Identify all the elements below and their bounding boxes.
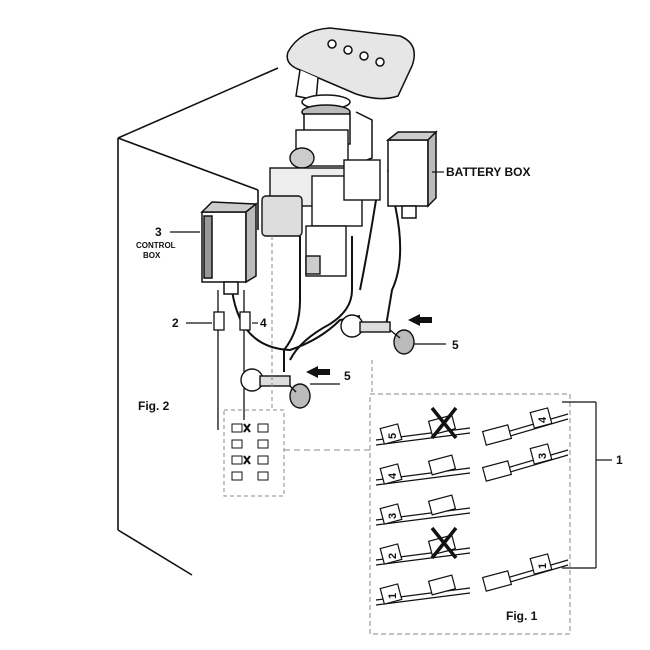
connector-2 bbox=[213, 290, 225, 430]
fig2-label: Fig. 2 bbox=[138, 399, 170, 413]
callout-4: 4 bbox=[260, 316, 267, 330]
plug bbox=[427, 494, 457, 516]
fig1-mating-connector: 4 bbox=[481, 407, 569, 446]
fig1-connector-row: 1 bbox=[375, 574, 471, 606]
battery-box bbox=[385, 130, 438, 219]
control-box-label-line1: CONTROL bbox=[136, 241, 176, 250]
faucet-button-3 bbox=[359, 51, 369, 61]
solenoid-valve bbox=[261, 129, 381, 277]
faucet-spout bbox=[286, 27, 415, 163]
connector-bundle bbox=[223, 409, 285, 497]
wire-tag-number: 3 bbox=[537, 453, 549, 459]
wire-tag-number: 1 bbox=[537, 563, 549, 569]
wire-tag-number: 1 bbox=[387, 593, 399, 599]
wire-tag bbox=[529, 407, 553, 429]
wire-tag bbox=[529, 553, 553, 575]
wire-tag bbox=[379, 423, 403, 445]
control-box bbox=[200, 201, 259, 295]
faucet-button-4 bbox=[375, 57, 385, 67]
fig1-label: Fig. 1 bbox=[506, 609, 538, 623]
faucet-button-2 bbox=[343, 45, 353, 55]
wire-tag-number: 2 bbox=[387, 553, 399, 559]
battery-box-label: BATTERY BOX bbox=[446, 165, 530, 179]
control-box-label-line2: BOX bbox=[143, 251, 161, 260]
wire-tag-number: 4 bbox=[537, 416, 549, 423]
callout-2: 2 bbox=[172, 316, 179, 330]
plug bbox=[427, 454, 457, 476]
socket bbox=[481, 570, 513, 592]
arrow-left-valve bbox=[306, 366, 318, 378]
shutoff-valve-right bbox=[340, 314, 415, 355]
shutoff-valve-left bbox=[240, 368, 311, 409]
cross-mark-icon bbox=[430, 526, 458, 560]
wire-tag bbox=[379, 543, 403, 565]
fig1-detail: 5 4 3 2 1 4 3 1 1 Fig. 1 bbox=[369, 393, 623, 635]
fig1-connector-row: 3 bbox=[375, 494, 471, 526]
fig1-connector-row: 2 bbox=[375, 526, 471, 566]
socket bbox=[481, 460, 513, 482]
connector-4 bbox=[239, 290, 251, 420]
wire-tag bbox=[379, 583, 403, 605]
wire-tag bbox=[379, 463, 403, 485]
wire-tag bbox=[379, 503, 403, 525]
callout-5-right: 5 bbox=[452, 338, 459, 352]
cross-mark-icon bbox=[430, 406, 458, 440]
fig1-mating-connector: 3 bbox=[481, 443, 569, 482]
callout-3: 3 bbox=[155, 225, 162, 239]
wire-tag-number: 3 bbox=[387, 513, 399, 519]
cabinet bbox=[117, 67, 279, 576]
fig1-connector-row: 5 bbox=[375, 406, 471, 446]
wire-tag bbox=[529, 443, 553, 465]
arrow-right-valve bbox=[408, 314, 420, 326]
plug bbox=[427, 574, 457, 596]
faucet-button-1 bbox=[327, 39, 337, 49]
fig1-mating-connector: 1 bbox=[481, 553, 569, 592]
fig1-connector-row: 4 bbox=[375, 454, 471, 486]
callout-1: 1 bbox=[616, 453, 623, 467]
wire-tag-number: 5 bbox=[387, 433, 399, 439]
wire-tag-number: 4 bbox=[387, 472, 399, 479]
callout-5-left: 5 bbox=[344, 369, 351, 383]
socket bbox=[481, 424, 513, 446]
